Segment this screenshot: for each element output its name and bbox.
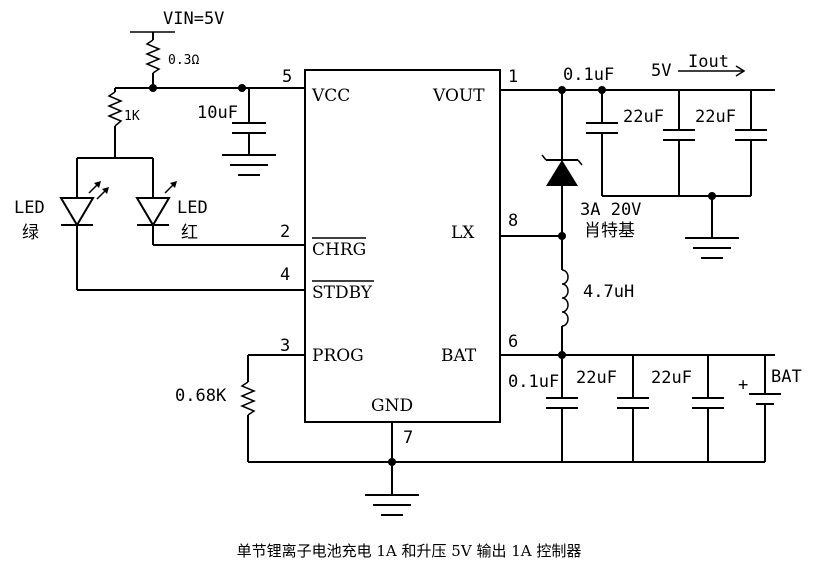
iout-arrow: [735, 65, 746, 77]
figure-caption: 单节锂离子电池充电 1A 和升压 5V 输出 1A 控制器: [236, 542, 582, 560]
pin-number-vout: 1: [508, 67, 518, 87]
vin-label: VIN=5V: [163, 9, 224, 29]
pin-number-gnd: 7: [403, 428, 413, 448]
pin-vout-label: VOUT: [432, 86, 485, 106]
pin-bat-label: BAT: [441, 346, 477, 366]
diode-cathode: [577, 159, 583, 166]
led-red-symbol: [135, 197, 171, 227]
pin-stdby-label: STDBY: [312, 283, 373, 303]
sense-resistor: [145, 39, 161, 74]
diode-type-label: 肖特基: [584, 221, 635, 241]
pin-vcc-label: VCC: [311, 86, 350, 106]
led-red-color: 红: [181, 223, 198, 243]
pin-lx-label: LX: [451, 223, 475, 243]
led-green-type: LED: [14, 198, 45, 218]
led-green-symbol: [59, 197, 95, 227]
pin-number-lx: 8: [508, 211, 518, 231]
led-red-type: LED: [177, 198, 208, 218]
junction-dot: [238, 84, 246, 92]
diode-rating-label: 3A 20V: [580, 200, 641, 220]
sense-res-label: 0.3Ω: [168, 53, 199, 68]
pin-number-stdby: 4: [280, 265, 290, 285]
pin-number-prog: 3: [280, 336, 290, 356]
out-cap2-label: 22uF: [695, 107, 736, 127]
out-cap1-label: 22uF: [623, 107, 664, 127]
out-current-label: Iout: [688, 52, 729, 72]
junction-dot: [149, 84, 157, 92]
out-voltage-label: 5V: [651, 61, 671, 81]
schottky-diode-symbol: [546, 160, 578, 186]
led-arrow: [102, 187, 109, 194]
led-green-color: 绿: [22, 223, 39, 243]
incap-label: 10uF: [197, 103, 238, 123]
led-resistor: [107, 91, 123, 127]
bat-cap-small-label: 0.1uF: [508, 372, 559, 392]
ic-body: [304, 69, 501, 423]
inductor-symbol: [561, 269, 569, 327]
led-res-label: 1K: [124, 109, 140, 124]
battery-plus-label: +: [738, 375, 748, 395]
prog-resistor: [240, 381, 256, 416]
pin-number-bat: 6: [508, 332, 518, 352]
bat-cap2-label: 22uF: [651, 368, 692, 388]
pin-gnd-label: GND: [371, 396, 413, 416]
pin-prog-label: PROG: [312, 346, 364, 366]
bat-cap1-label: 22uF: [576, 368, 617, 388]
pin-number-chrg: 2: [280, 222, 290, 242]
led-arrow: [170, 181, 177, 188]
out-cap-small-label: 0.1uF: [563, 65, 614, 85]
battery-label: BAT: [771, 367, 802, 387]
inductor-label: 4.7uH: [583, 282, 634, 302]
diode-cathode: [541, 154, 547, 161]
pin-number-vcc: 5: [282, 67, 292, 87]
pin-chrg-label: CHRG: [312, 240, 366, 260]
led-arrow: [94, 181, 101, 188]
prog-res-label: 0.68K: [175, 386, 227, 406]
